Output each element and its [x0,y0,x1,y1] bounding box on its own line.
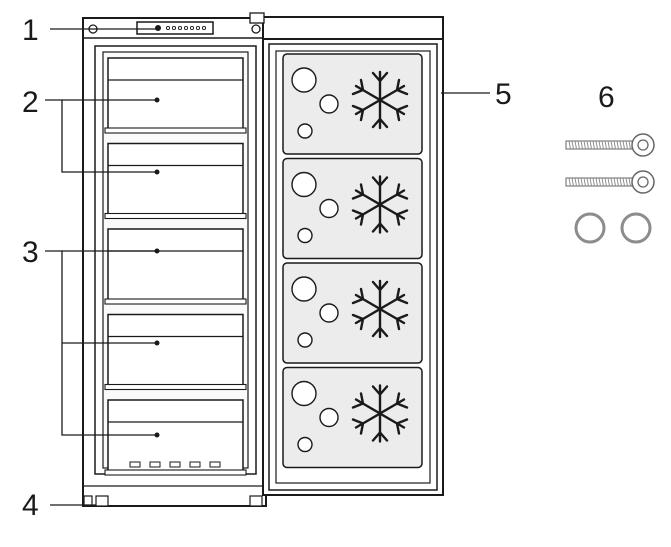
circle-large-icon [291,276,317,302]
circle-medium-icon [319,198,339,219]
circle-small-icon [297,332,313,348]
circle-small-icon [297,123,313,139]
leader-dots [154,97,160,438]
callout-1: 1 [22,14,39,47]
circle-medium-icon [319,407,339,428]
control-panel[interactable] [136,21,214,35]
drawer[interactable] [104,142,247,220]
door-compartment[interactable] [282,157,423,260]
door-compartments [282,53,423,469]
adjustable-feet[interactable] [83,495,263,507]
drawer[interactable] [104,313,247,391]
drawer[interactable] [104,57,247,134]
washer-icon [620,212,652,244]
drawer-stack [104,57,247,476]
panel-indicator-dots [165,25,207,31]
door-top-cap [262,16,444,40]
circle-small-icon [297,436,313,453]
callout-5: 5 [495,78,512,111]
accessory-kit [565,133,655,244]
callout-2: 2 [22,86,39,119]
circle-medium-icon [319,303,339,323]
screw-head-icon [251,24,261,34]
drawer[interactable] [104,228,247,305]
callout-6: 6 [598,81,615,114]
circle-large-icon [291,67,317,93]
circle-medium-icon [319,94,339,114]
control-knob-icon [155,25,161,31]
callout-4: 4 [22,489,39,522]
callout-3: 3 [22,236,39,269]
door-compartment[interactable] [282,366,423,469]
screw-icon [565,133,655,157]
leader-lines [45,28,490,506]
circle-large-icon [291,380,317,407]
washer-icon [574,212,606,244]
screw-icon [565,170,655,194]
door-compartment[interactable] [282,53,423,155]
door-compartment[interactable] [282,262,423,364]
circle-small-icon [297,227,313,244]
callout-labels: 1 2 3 4 5 6 [22,14,615,522]
circle-large-icon [291,171,317,198]
